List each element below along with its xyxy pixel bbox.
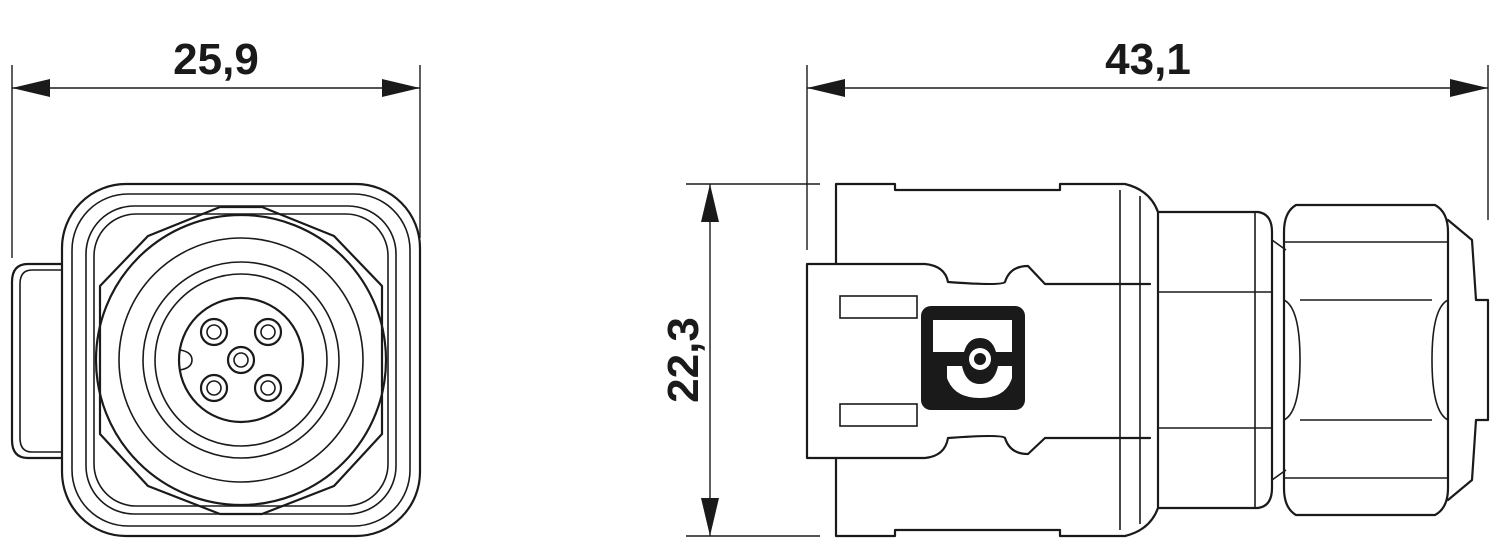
front-width-label: 25,9: [173, 35, 259, 84]
arrow-right-icon: [382, 79, 420, 97]
side-length-label: 43,1: [1105, 35, 1191, 84]
arrow-left-icon: [807, 79, 845, 97]
front-width-dimension: 25,9: [11, 35, 421, 258]
side-height-label: 22,3: [659, 317, 708, 403]
phoenix-contact-logo-icon: [921, 306, 1025, 410]
front-view: 25,9: [10, 35, 422, 538]
arrow-up-icon: [701, 184, 719, 222]
side-length-dimension: 43,1: [806, 35, 1489, 250]
side-height-dimension: 22,3: [659, 183, 820, 537]
arrow-down-icon: [701, 498, 719, 536]
contact-pins: [199, 317, 283, 403]
arrow-right-icon: [1450, 79, 1488, 97]
arrow-left-icon: [12, 79, 50, 97]
side-view: 43,1 22,3: [659, 35, 1490, 538]
